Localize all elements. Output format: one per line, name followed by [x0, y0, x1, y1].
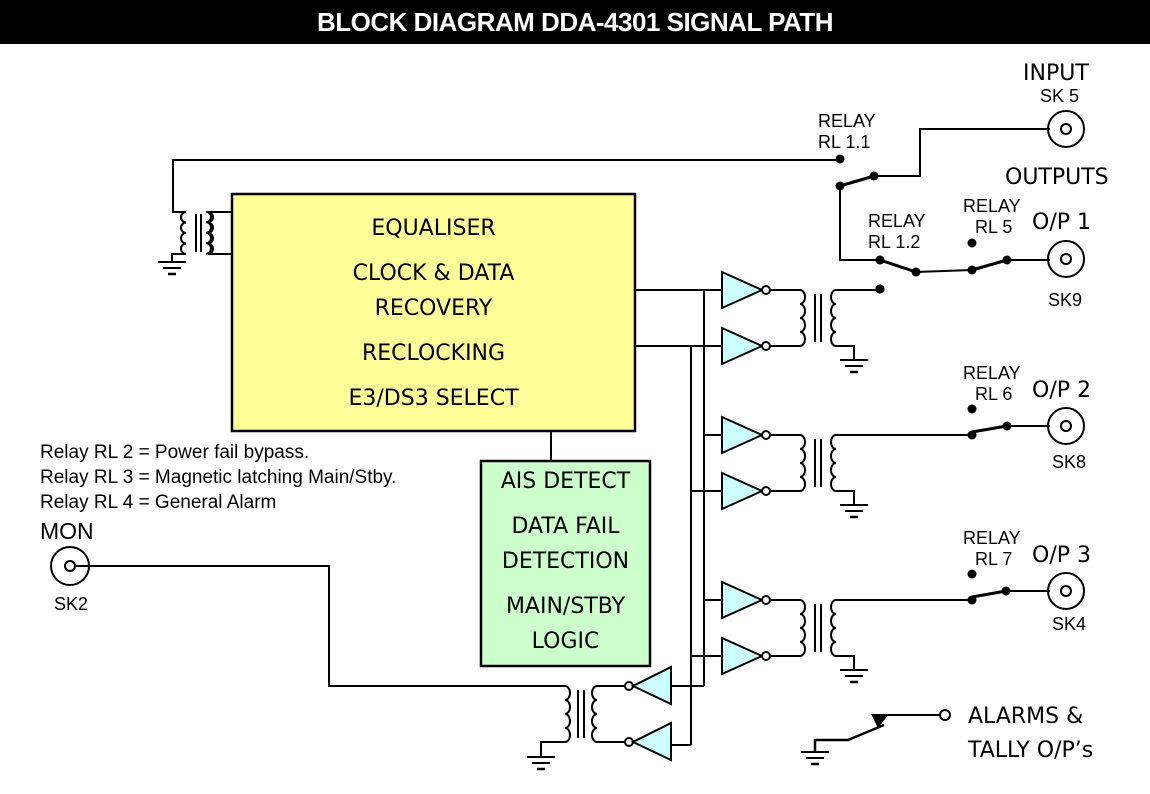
- relay-rl5-label: RELAY RL 5: [963, 196, 1021, 238]
- relay-label-line: RL 1.2: [868, 232, 921, 252]
- diagram-title: BLOCK DIAGRAM DDA-4301 SIGNAL PATH: [0, 0, 1150, 44]
- outputs-heading: OUTPUTS: [1005, 165, 1109, 190]
- op1-socket-icon: [1047, 240, 1085, 278]
- note-line: Relay RL 4 = General Alarm: [40, 492, 277, 513]
- relay-label-line: RELAY: [963, 196, 1021, 216]
- block-line: E3/DS3 SELECT: [348, 386, 519, 411]
- op3-socket-icon: [1047, 572, 1085, 610]
- relay-notes: Relay RL 2 = Power fail bypass. Relay RL…: [40, 440, 396, 515]
- input-transformer-icon: [156, 159, 785, 276]
- relay-rl5-icon: [967, 238, 1050, 275]
- relay-label-line: RELAY: [963, 528, 1021, 548]
- relay-rl1-2-label: RELAY RL 1.2: [868, 211, 926, 253]
- note-line: Relay RL 3 = Magnetic latching Main/Stby…: [40, 467, 397, 488]
- equaliser-block: [230, 192, 637, 433]
- block-line: RECOVERY: [374, 296, 493, 321]
- relay-rl1-2-icon: [875, 255, 973, 294]
- note-line: Relay RL 2 = Power fail bypass.: [40, 442, 310, 463]
- logic-block: [479, 459, 652, 668]
- relay-rl6-icon: [967, 404, 1050, 440]
- relay-rl1-1-label: RELAY RL 1.1: [818, 111, 876, 153]
- ground-icon: [156, 260, 188, 276]
- op1-label: O/P 1: [1032, 210, 1091, 235]
- block-line: EQUALISER: [371, 216, 496, 241]
- relay-label-line: RL 5: [975, 217, 1013, 237]
- block-line: DETECTION: [501, 549, 630, 574]
- output-driver-3: [691, 580, 972, 684]
- op3-socket-label: SK4: [1052, 614, 1087, 634]
- op2-label: O/P 2: [1032, 378, 1091, 403]
- block-line: LOGIC: [531, 629, 600, 654]
- op2-socket-label: SK8: [1052, 452, 1087, 472]
- relay-rl1-1-icon: [785, 128, 1050, 261]
- alarms-label-line: TALLY O/P’s: [968, 738, 1094, 763]
- op1-socket-label: SK9: [1048, 290, 1083, 310]
- monitor-socket-label: SK2: [54, 594, 89, 614]
- op3-label: O/P 3: [1032, 543, 1091, 568]
- monitor-label: MON: [40, 518, 94, 544]
- monitor-driver: [525, 665, 704, 771]
- relay-label-line: RELAY: [818, 111, 876, 131]
- block-line: CLOCK & DATA: [352, 261, 515, 286]
- logic-block-text: AIS DETECT DATA FAIL DETECTION MAIN/STBY…: [481, 464, 650, 660]
- block-line: AIS DETECT: [500, 469, 631, 494]
- output-driver-1: [721, 270, 880, 374]
- block-line: DATA FAIL: [511, 514, 620, 539]
- relay-label-line: RL 6: [975, 384, 1013, 404]
- alarm-relay-icon: [799, 709, 951, 766]
- relay-rl7-icon: [967, 569, 1050, 605]
- relay-rl7-label: RELAY RL 7: [963, 528, 1021, 570]
- equaliser-block-text: EQUALISER CLOCK & DATA RECOVERY RECLOCKI…: [232, 211, 635, 417]
- alarms-label: ALARMS & TALLY O/P’s: [968, 700, 1093, 768]
- input-socket-label: SK 5: [1040, 86, 1080, 106]
- relay-label-line: RL 1.1: [818, 132, 871, 152]
- output-driver-2: [691, 415, 972, 519]
- relay-label-line: RELAY: [868, 211, 926, 231]
- input-socket-icon: [1047, 110, 1085, 148]
- alarms-label-line: ALARMS &: [968, 704, 1084, 729]
- block-line: MAIN/STBY: [505, 594, 626, 619]
- input-label: INPUT: [1023, 61, 1089, 86]
- relay-label-line: RL 7: [975, 549, 1013, 569]
- relay-rl6-label: RELAY RL 6: [963, 363, 1021, 405]
- relay-label-line: RELAY: [963, 363, 1021, 383]
- block-line: RECLOCKING: [361, 341, 506, 366]
- op2-socket-icon: [1047, 407, 1085, 445]
